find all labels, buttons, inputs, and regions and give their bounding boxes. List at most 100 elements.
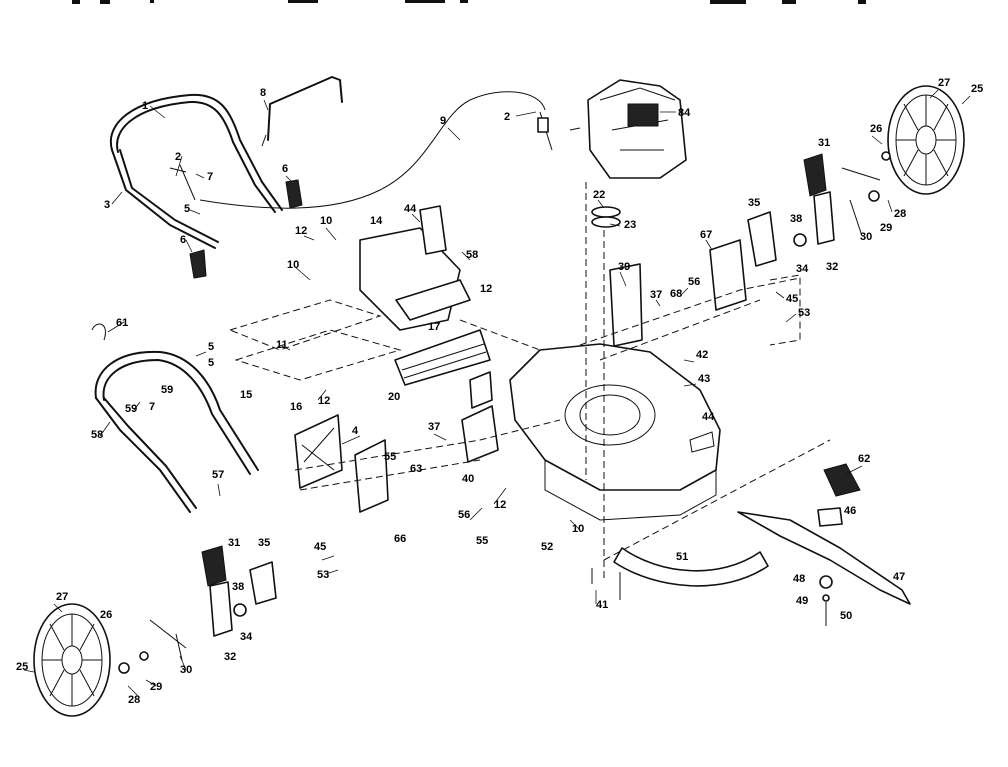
label-68: 68 xyxy=(670,288,682,300)
label-28: 28 xyxy=(894,208,906,220)
deflector-plate xyxy=(294,414,343,489)
label-7b: 7 xyxy=(149,401,155,413)
label-62: 62 xyxy=(858,453,870,465)
label-27b: 27 xyxy=(56,591,68,603)
label-12d: 12 xyxy=(494,499,506,511)
label-44: 44 xyxy=(404,203,417,215)
label-26: 26 xyxy=(870,123,882,135)
label-57: 57 xyxy=(212,469,224,481)
label-17: 17 xyxy=(428,321,440,333)
label-20: 20 xyxy=(388,391,400,403)
label-27: 27 xyxy=(938,77,950,89)
label-25b: 25 xyxy=(16,661,28,673)
rear-baffle-assembly xyxy=(359,205,491,386)
height-adjuster-front xyxy=(118,545,277,674)
label-37: 37 xyxy=(650,289,662,301)
label-3: 3 xyxy=(104,199,110,211)
label-59b: 59 xyxy=(125,403,137,415)
label-49: 49 xyxy=(796,595,808,607)
height-adjuster-rear xyxy=(747,151,891,267)
label-5b: 5 xyxy=(208,341,214,353)
label-7: 7 xyxy=(207,171,213,183)
wheel-rear-right xyxy=(887,85,965,195)
part-labels: 1 2 3 5 6 6 7 8 9 2 84 27 25 26 28 29 30… xyxy=(16,77,983,706)
label-30b: 30 xyxy=(180,664,192,676)
lower-handle xyxy=(91,323,259,513)
label-28b: 28 xyxy=(128,694,140,706)
blade-adapter xyxy=(817,463,861,626)
label-45b: 45 xyxy=(314,541,326,553)
label-26b: 26 xyxy=(100,609,112,621)
label-22: 22 xyxy=(593,189,605,201)
label-63: 63 xyxy=(410,463,422,475)
label-31: 31 xyxy=(818,137,830,149)
label-58: 58 xyxy=(466,249,478,261)
control-bail xyxy=(261,76,343,147)
label-30: 30 xyxy=(860,231,872,243)
label-52: 52 xyxy=(541,541,553,553)
label-2b: 2 xyxy=(504,111,510,123)
label-56b: 56 xyxy=(458,509,470,521)
label-40: 40 xyxy=(462,473,474,485)
label-12c: 12 xyxy=(318,395,330,407)
label-56: 56 xyxy=(688,276,700,288)
label-34b: 34 xyxy=(240,631,253,643)
label-84: 84 xyxy=(678,107,691,119)
label-48: 48 xyxy=(793,573,805,585)
label-11: 11 xyxy=(276,339,288,351)
label-55b: 55 xyxy=(384,451,396,463)
label-53: 53 xyxy=(798,307,810,319)
label-9: 9 xyxy=(440,115,446,127)
label-59: 59 xyxy=(161,384,173,396)
label-35: 35 xyxy=(748,197,760,209)
label-15: 15 xyxy=(240,389,252,401)
pulley xyxy=(591,206,621,228)
label-53b: 53 xyxy=(317,569,329,581)
label-2: 2 xyxy=(175,151,181,163)
engine xyxy=(569,79,687,179)
label-55: 55 xyxy=(476,535,488,547)
label-32b: 32 xyxy=(224,651,236,663)
label-66: 66 xyxy=(394,533,406,545)
wheel-front-left xyxy=(33,603,111,717)
control-cable xyxy=(199,91,553,209)
label-41: 41 xyxy=(596,599,608,611)
label-12b: 12 xyxy=(480,283,492,295)
label-10c: 10 xyxy=(572,523,584,535)
cropped-header-marks xyxy=(72,0,866,4)
label-35b: 35 xyxy=(258,537,270,549)
label-67: 67 xyxy=(700,229,712,241)
rear-skirt xyxy=(613,547,769,587)
label-25: 25 xyxy=(971,83,983,95)
label-31b: 31 xyxy=(228,537,240,549)
front-brackets xyxy=(354,239,747,513)
blade xyxy=(737,511,911,605)
label-44b: 44 xyxy=(702,411,715,423)
cable-clips xyxy=(189,179,303,279)
label-43: 43 xyxy=(698,373,710,385)
label-12: 12 xyxy=(295,225,307,237)
label-38b: 38 xyxy=(232,581,244,593)
label-32: 32 xyxy=(826,261,838,273)
label-10: 10 xyxy=(320,215,332,227)
label-6: 6 xyxy=(282,163,288,175)
label-29b: 29 xyxy=(150,681,162,693)
label-45: 45 xyxy=(786,293,798,305)
label-51: 51 xyxy=(676,551,688,563)
label-29: 29 xyxy=(880,222,892,234)
label-8: 8 xyxy=(260,87,266,99)
label-39: 39 xyxy=(618,261,630,273)
label-37b: 37 xyxy=(428,421,440,433)
label-16: 16 xyxy=(290,401,302,413)
label-42: 42 xyxy=(696,349,708,361)
upper-handle xyxy=(109,93,283,249)
label-23: 23 xyxy=(624,219,636,231)
axle-guide-lines xyxy=(228,182,831,580)
mower-deck xyxy=(509,343,721,521)
label-38: 38 xyxy=(790,213,802,225)
label-1: 1 xyxy=(142,100,148,112)
label-6b: 6 xyxy=(180,234,186,246)
label-5: 5 xyxy=(184,203,190,215)
label-14: 14 xyxy=(370,215,383,227)
